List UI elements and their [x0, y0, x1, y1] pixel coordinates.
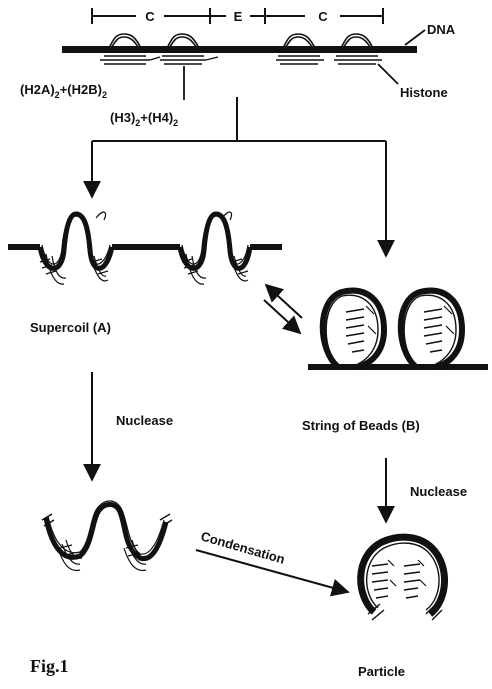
- supercoil-structure: [8, 212, 282, 284]
- dna-strand: [62, 46, 417, 53]
- histone-label: Histone: [400, 85, 448, 100]
- dna-pointer: [405, 30, 425, 45]
- string-of-beads-label: String of Beads (B): [302, 418, 420, 433]
- nuclease-label-right: Nuclease: [410, 484, 467, 499]
- particle-structure: [361, 537, 445, 620]
- string-of-beads-structure: [308, 291, 488, 367]
- figure-label: Fig.1: [30, 656, 69, 676]
- digested-fragment: [42, 501, 172, 571]
- reversible-arrows: [264, 285, 302, 333]
- h2a-h2b-label: (H2A)2+(H2B)2: [20, 82, 107, 100]
- particle-label: Particle: [358, 664, 405, 679]
- linker-segment-label: E: [234, 9, 243, 24]
- condensation-label: Condensation: [199, 528, 286, 566]
- histone-pointer: [378, 64, 398, 84]
- core-segment-label-left: C: [145, 9, 155, 24]
- h3-h4-label: (H3)2+(H4)2: [110, 110, 178, 128]
- nuclease-label-left: Nuclease: [116, 413, 173, 428]
- supercoil-label: Supercoil (A): [30, 320, 111, 335]
- core-segment-label-right: C: [318, 9, 328, 24]
- dna-label: DNA: [427, 22, 456, 37]
- histone-lines: [100, 56, 382, 64]
